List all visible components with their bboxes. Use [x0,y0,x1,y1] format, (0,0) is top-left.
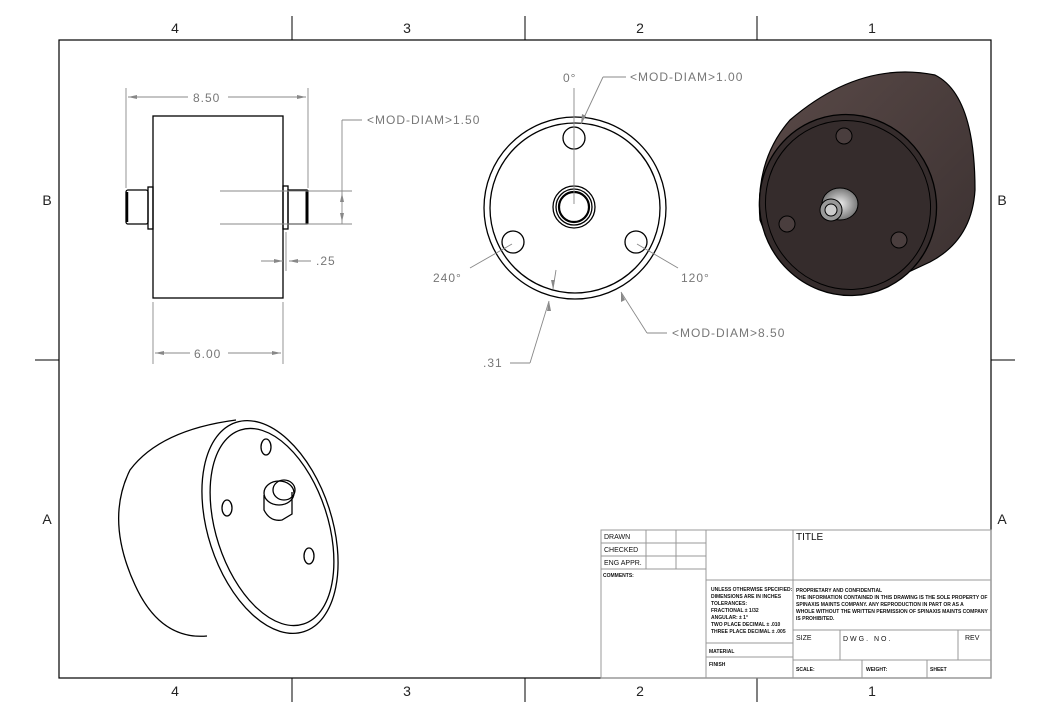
zone-label: 4 [171,20,179,36]
zone-ticks [35,16,1015,702]
tolerance-note: UNLESS OTHERWISE SPECIFIED: [711,587,793,593]
zone-label: 2 [636,683,644,699]
proprietary-note: THE INFORMATION CONTAINED IN THIS DRAWIN… [796,595,987,601]
tolerance-note: ANGULAR: ± 1° [711,615,748,621]
zone-label: 4 [171,683,179,699]
tolerance-note: THREE PLACE DECIMAL ± .005 [711,629,786,635]
hole-diameter-dimension: <MOD-DIAM>1.00 [630,70,743,84]
proprietary-note: WHOLE WITHOUT THE WRITTEN PERMISSION OF … [796,609,989,615]
scale-label: SCALE: [796,667,815,673]
title-label: TITLE [796,532,824,543]
top-view[interactable]: 0° <MOD-DIAM>1.00 240° 120° <MOD-DIAM>8.… [433,70,785,370]
shaft-diameter-dimension: <MOD-DIAM>1.50 [367,113,480,127]
row-label: A [997,511,1007,527]
zone-label: 3 [403,683,411,699]
angle-0-label: 0° [563,71,576,85]
finish-label: FINISH [709,662,726,668]
angle-120-label: 120° [681,271,710,285]
tolerance-note: TOLERANCES: [711,601,747,607]
flange-thickness-dimension: .25 [316,254,336,268]
rev-label: REV [965,635,980,642]
row-label: B [997,192,1006,208]
proprietary-note: SPINAXIS MAINTS COMPANY. ANY REPRODUCTIO… [796,602,964,608]
outer-diameter-dimension: <MOD-DIAM>8.50 [672,326,785,340]
zone-label: 3 [403,20,411,36]
row-label: A [42,511,52,527]
size-label: SIZE [796,635,812,642]
tolerance-note: DIMENSIONS ARE IN INCHES [711,594,782,600]
material-label: MATERIAL [709,649,734,655]
tolerance-note: FRACTIONAL ± 1/32 [711,608,759,614]
zone-label: 2 [636,20,644,36]
tolerance-note: TWO PLACE DECIMAL ± .010 [711,622,781,628]
body-length-dimension: 6.00 [194,347,221,361]
drawn-label: DRAWN [604,534,630,541]
dwg-no-label: DWG. NO. [843,636,892,643]
title-block: DRAWN CHECKED ENG APPR. COMMENTS: UNLESS… [600,529,992,679]
proprietary-note: IS PROHIBITED. [796,616,835,622]
shaded-isometric-view[interactable] [730,71,976,325]
checked-label: CHECKED [604,547,638,554]
rim-width-dimension: .31 [483,356,503,370]
row-label: B [42,192,51,208]
sheet-label: SHEET [930,667,947,673]
weight-label: WEIGHT: [866,667,887,673]
zone-label: 1 [868,683,876,699]
wireframe-isometric-view[interactable] [118,403,363,651]
eng-appr-label: ENG APPR. [604,560,642,567]
proprietary-note: PROPRIETARY AND CONFIDENTIAL [796,588,882,594]
comments-label: COMMENTS: [603,573,634,579]
zone-label: 1 [868,20,876,36]
angle-240-label: 240° [433,271,462,285]
overall-length-dimension: 8.50 [193,91,220,105]
front-view[interactable]: 8.50 6.00 <MOD-DIAM>1.50 .25 [125,88,480,364]
